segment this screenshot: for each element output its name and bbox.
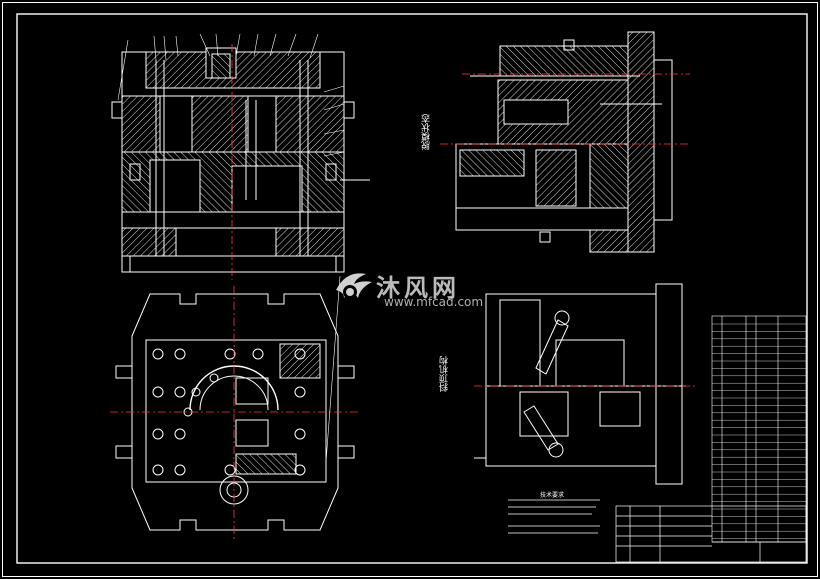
- technical-notes-lines: [508, 499, 600, 534]
- plan-view-holes: [152, 348, 306, 476]
- watermark-text: 沐风网: [376, 274, 460, 302]
- side-view: [455, 31, 673, 253]
- watermark: 沐风网 www.mfcad.com: [332, 268, 492, 312]
- title-block: [615, 505, 807, 563]
- side-view-center-lines: [440, 73, 690, 145]
- lifter-view-label: 斜顶机构: [440, 356, 450, 392]
- notes-title: 技术要求: [540, 492, 565, 499]
- parts-list-rows: [712, 323, 806, 539]
- plan-view: [115, 293, 355, 531]
- watermark-logo-icon: [336, 273, 372, 299]
- lifter-view: [474, 283, 686, 485]
- watermark-url: www.mfcad.com: [384, 295, 484, 309]
- parts-list-table: [711, 315, 807, 543]
- inner-frame: [16, 13, 808, 564]
- plan-view-center-lines: [110, 286, 360, 540]
- balloon-leaders-top: [117, 33, 345, 157]
- side-view-label: 脱模状态: [422, 114, 432, 150]
- front-section-view: [111, 47, 370, 273]
- section-leader-line: [325, 275, 341, 463]
